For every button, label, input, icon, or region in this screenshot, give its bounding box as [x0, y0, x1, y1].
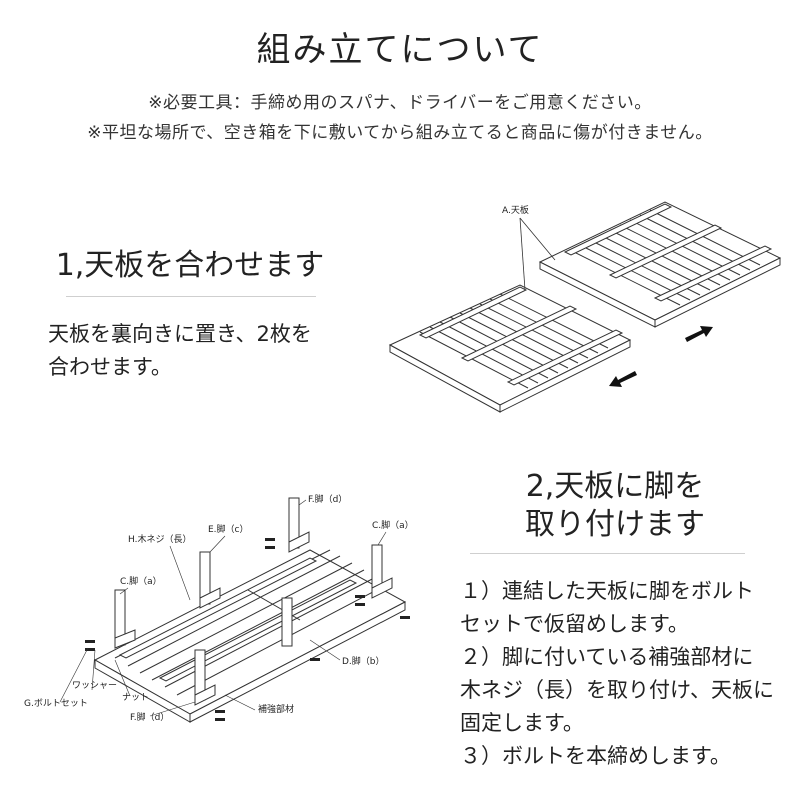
tabletop-left — [388, 284, 632, 413]
step2-heading-line: 取り付けます — [525, 507, 705, 542]
tabletop-label: A.天板 — [502, 204, 529, 216]
step2-body-line: １）連結した天板に脚をボルト — [460, 579, 754, 603]
label-leaders — [59, 499, 387, 717]
step1-body-line: 天板を裏向きに置き、2枚を — [48, 322, 312, 346]
step2-body-line: ２）脚に付いている補強部材に — [460, 645, 754, 669]
label-leader — [519, 217, 526, 291]
leg-e-label: E.脚（c） — [208, 524, 249, 535]
step1-heading: 1,天板を合わせます — [55, 248, 325, 283]
label-leader — [519, 217, 556, 261]
step2-body-line: 固定します。 — [460, 711, 584, 735]
nut-label: ナット — [122, 692, 149, 703]
joined-tabletop — [93, 549, 407, 723]
leg-f-bottom-label: F.脚（d） — [130, 712, 169, 723]
tabletop-right — [538, 201, 782, 328]
step1-diagram: A.天板 — [388, 201, 782, 413]
bolt-set-label: G.ボルトセット — [24, 698, 88, 709]
step2-body-line: 木ネジ（長）を取り付け、天板に — [460, 678, 774, 702]
step2-body-line: ３）ボルトを本締めします。 — [460, 744, 731, 768]
step2-heading: 2,天板に脚を 取り付けます — [460, 468, 770, 544]
leg-d-label: D.脚（b） — [342, 656, 385, 667]
step1-body: 天板を裏向きに置き、2枚を 合わせます。 — [48, 318, 368, 384]
step2-diagram: F.脚（d） H.木ネジ（長） E.脚（c） C.脚（a） C.脚（a） D.脚… — [24, 494, 414, 723]
step2-divider — [470, 553, 745, 554]
arrow-icon — [685, 326, 713, 342]
step1-body-line: 合わせます。 — [48, 355, 172, 379]
surface-note: ※平坦な場所で、空き箱を下に敷いてから組み立てると商品に傷が付きません。 — [87, 123, 713, 143]
step2-body-line: セットで仮留めします。 — [460, 612, 689, 636]
arrow-icon — [609, 371, 637, 387]
reinforcement-label: 補強部材 — [258, 703, 294, 715]
tools-note: ※必要工具：手締め用のスパナ、ドライバーをご用意ください。 — [148, 93, 652, 113]
bolt-icon — [85, 538, 410, 721]
leg-c-right-label: C.脚（a） — [372, 520, 414, 531]
step2-body: １）連結した天板に脚をボルト セットで仮留めします。 ２）脚に付いている補強部材… — [460, 575, 790, 773]
leg-pieces — [114, 497, 393, 706]
page-title: 組み立てについて — [256, 30, 544, 70]
step1-divider — [66, 296, 316, 297]
washer-label: ワッシャー — [72, 681, 117, 691]
wood-screw-label: H.木ネジ（長） — [128, 533, 191, 545]
step2-heading-line: 2,天板に脚を — [525, 469, 705, 504]
leg-c-left-label: C.脚（a） — [120, 576, 162, 587]
leg-f-top-label: F.脚（d） — [308, 494, 347, 505]
